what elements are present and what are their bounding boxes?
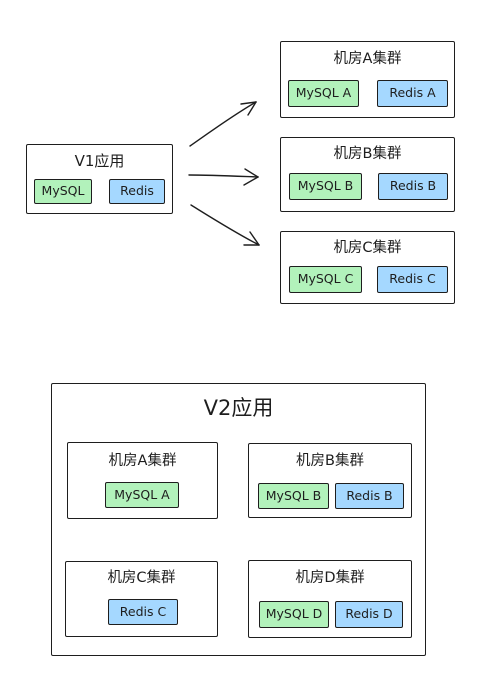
arrow-to-cluster-b (188, 168, 259, 186)
v2-cluster-d-box: 机房D集群 MySQL D Redis D (248, 560, 412, 638)
v2-cluster-d-title: 机房D集群 (295, 570, 365, 586)
v2-app-title: V2应用 (203, 396, 274, 420)
v2-cluster-b-title: 机房B集群 (296, 453, 364, 469)
v1-cluster-a-title: 机房A集群 (333, 51, 402, 67)
v2-cluster-b-redis-chip: Redis B (335, 483, 404, 509)
v2-cluster-c-box: 机房C集群 Redis C (65, 561, 218, 637)
v1-cluster-b-redis-chip: Redis B (378, 173, 448, 200)
v1-cluster-b-title: 机房B集群 (333, 146, 402, 162)
v1-app-title: V1应用 (74, 152, 125, 170)
v1-cluster-b-mysql-chip: MySQL B (289, 173, 362, 200)
v1-cluster-c-box: 机房C集群 MySQL C Redis C (280, 231, 455, 304)
v2-cluster-a-mysql-chip: MySQL A (105, 482, 179, 508)
v1-cluster-b-box: 机房B集群 MySQL B Redis B (280, 137, 455, 212)
v2-cluster-c-redis-chip: Redis C (108, 599, 178, 625)
v1-cluster-c-title: 机房C集群 (333, 240, 402, 256)
v2-cluster-c-title: 机房C集群 (107, 570, 176, 586)
v2-cluster-d-redis-chip: Redis D (335, 601, 403, 628)
arrow-to-cluster-c (190, 204, 260, 246)
v1-cluster-a-box: 机房A集群 MySQL A Redis A (280, 41, 455, 118)
v1-cluster-a-redis-chip: Redis A (377, 80, 448, 107)
v2-app-box: V2应用 机房A集群 MySQL A 机房B集群 MySQL B Redis B… (51, 383, 426, 656)
v2-cluster-a-title: 机房A集群 (108, 453, 177, 469)
v2-cluster-b-mysql-chip: MySQL B (258, 483, 329, 509)
v1-redis-chip: Redis (109, 179, 165, 204)
arrow-to-cluster-a (189, 101, 257, 147)
v1-app-box: V1应用 MySQL Redis (26, 144, 173, 214)
v2-cluster-a-box: 机房A集群 MySQL A (67, 442, 218, 519)
v1-cluster-c-redis-chip: Redis C (377, 266, 448, 293)
v1-cluster-a-mysql-chip: MySQL A (288, 80, 359, 107)
v2-cluster-b-box: 机房B集群 MySQL B Redis B (248, 443, 412, 518)
v1-mysql-chip: MySQL (34, 179, 92, 204)
v2-cluster-d-mysql-chip: MySQL D (259, 601, 329, 628)
v1-cluster-c-mysql-chip: MySQL C (289, 266, 362, 293)
